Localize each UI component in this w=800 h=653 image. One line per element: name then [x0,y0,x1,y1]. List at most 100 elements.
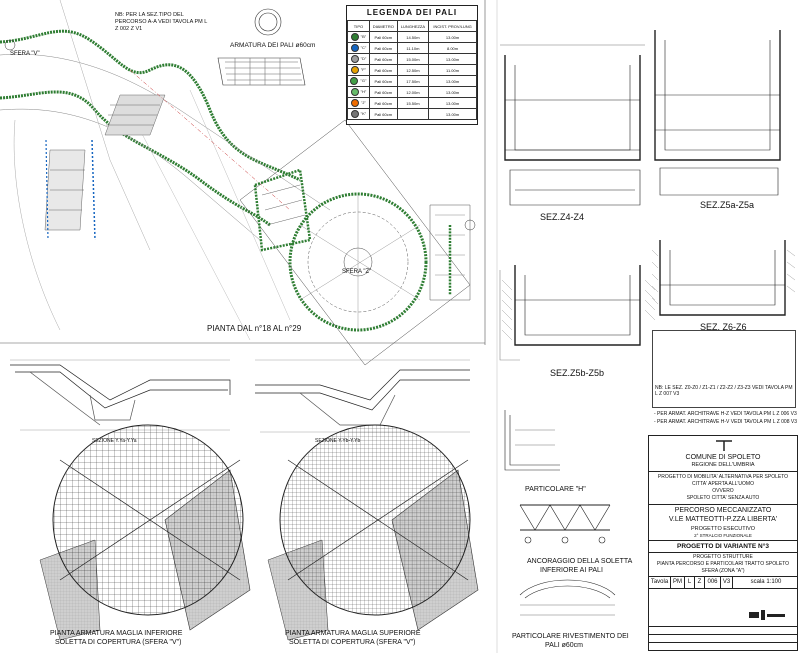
legend-table: TIPO DIAMETRO LUNGHEZZA INCIST. PROV/LUN… [347,20,477,120]
legend-diametro: Pali 60cm [368,31,398,43]
pile-symbol-icon [350,88,359,96]
armatura-inferiore-title-1: PIANTA ARMATURA MAGLIA INFERIORE [50,630,183,637]
pile-legend: LEGENDA DEI PALI TIPO DIAMETRO LUNGHEZZA… [346,5,478,125]
via-title: V.LE MATTEOTTI-P.ZZA LIBERTA' [668,516,778,523]
section-z4-title: SEZ.Z4-Z4 [540,212,585,222]
legend-lunghezza: 17.50m [396,75,430,87]
legend-lunghezza [396,108,430,120]
code-part-4: 006 [705,577,721,588]
legend-tipo: "B" [360,34,367,40]
reference-note-1: NB: LE SEZ. Z0-Z0 / Z1-Z1 / Z2-Z2 / Z3-Z… [655,385,793,397]
ancoraggio-title-2: INFERIORE AI PALI [540,567,603,574]
legend-tipo-cell: "J" [347,97,370,109]
ancoraggio-title-1: ANCORAGGIO DELLA SOLETTA [527,558,633,565]
strutture-title: PROGETTO STRUTTURE [693,554,753,560]
section-z6-title: SEZ. Z6-Z6 [700,322,747,332]
legend-title: LEGENDA DEI PALI [366,8,458,17]
armatura-superiore-title-2: SOLETTA DI COPERTURA (SFERA "V") [289,639,416,646]
legend-tipo-cell: "K" [347,108,370,120]
code-part-2: L [685,577,695,588]
regione-name: REGIONE DELL'UMBRIA [691,462,755,468]
legend-incist: 13.00m [428,97,477,109]
pianta-line-1: PIANTA PERCORSO E PARTICOLARI TRATTO SPO… [656,561,790,567]
legend-incist: 13.00m [428,75,477,87]
legend-diametro: Pali 60cm [368,64,398,76]
legend-lunghezza: 11.10m [396,42,430,54]
stralcio-title: 2° STRALCIO FUNZIONALE [694,533,752,538]
pianta-line-2: SFERA (ZONA "A") [701,568,745,574]
rivestimento-title-1: PARTICOLARE RIVESTIMENTO DEI [512,633,629,640]
legend-tipo-cell: "F" [347,64,370,76]
reference-notes: NB: LE SEZ. Z0-Z0 / Z1-Z1 / Z2-Z2 / Z3-Z… [652,330,796,408]
title-block: COMUNE DI SPOLETO REGIONE DELL'UMBRIA PR… [648,435,798,651]
legend-header-diametro: DIAMETRO [368,20,398,32]
pile-symbol-icon [351,99,360,107]
legend-incist: 8.00m [428,42,477,54]
variante-title: PROGETTO DI VARIANTE N°3 [677,543,769,550]
legend-tipo-cell: "D" [347,53,370,65]
drawing-note: NB: PER LA SEZ.TIPO DEL PERCORSO A-A VED… [115,12,210,40]
legend-tipo-cell: "B" [347,31,370,43]
code-part-1: PM [671,577,685,588]
studio-logo-icon [749,610,785,620]
progetto-line-1: PROGETTO DI MOBILITA' ALTERNATIVA PER SP… [657,474,789,480]
plan-title: PIANTA DAL n°18 AL n°29 [207,324,302,333]
legend-header-tipo: TIPO [347,20,370,32]
legend-tipo: "G" [360,78,367,84]
scala-label: scala 1:100 [750,579,782,585]
legend-tipo: "K" [360,111,367,117]
legend-tipo: "F" [360,67,367,73]
sphere-z-label: SFERA "Z" [342,269,372,275]
pile-symbol-icon [350,33,359,41]
mesh-plan-upper [267,424,479,641]
legend-lunghezza: 14.50m [396,31,430,43]
legend-diametro: Pali 60cm [368,108,398,120]
detail-drawings [504,410,616,616]
legend-diametro: Pali 60cm [368,86,398,98]
section-z5a-title: SEZ.Z5a-Z5a [700,200,755,210]
legend-diametro: Pali 60cm [368,53,398,65]
section-z5b-title: SEZ.Z5b-Z5b [550,368,605,378]
legend-header-row: TIPO DIAMETRO LUNGHEZZA INCIST. PROV/LUN… [347,20,477,32]
earth-hatch [501,249,796,341]
esecutivo-title: PROGETTO ESECUTIVO [690,526,756,532]
pile-symbol-icon [350,110,359,118]
legend-tipo: "J" [361,100,366,106]
legend-tipo-cell: "H" [347,86,370,98]
code-part-3: Z [695,577,705,588]
legend-diametro: Pali 60cm [368,75,398,87]
long-section-2-label: SEZIONE Y.Yb-Y.Yb [315,438,361,444]
legend-lunghezza: 15.00m [396,53,430,65]
legend-incist: 11.00m [428,64,477,76]
legend-incist: 13.00m [428,108,477,120]
section-drawings [499,30,786,361]
plan-drawing [0,0,476,366]
armatura-superiore-title-1: PIANTA ARMATURA MAGLIA SUPERIORE [285,630,421,637]
legend-lunghezza: 12.00m [396,86,430,98]
legend-tipo: "H" [360,89,367,95]
progetto-line-4: SPOLETO CITTA' SENZA AUTO [686,495,760,501]
progetto-line-2: CITTA' APERTA ALL'UOMO [692,481,754,487]
sphere-v-label: SFERA "V" [10,51,40,57]
pile-cap-label: ARMATURA DEI PALI ø60cm [230,42,316,49]
pile-cap-detail [217,8,306,86]
reference-note-2: - PER ARMAT. ARCHITRAVE H-Z VEDI TAVOLA … [654,411,797,417]
legend-tipo: "C" [360,45,367,51]
mesh-plan-lower [39,424,251,641]
legend-row: "K"Pali 60cm 13.00m [347,108,477,120]
armatura-inferiore-title-2: SOLETTA DI COPERTURA (SFERA "V") [55,639,182,646]
progetto-line-3: OVVERO [712,488,734,494]
legend-tipo-cell: "C" [347,42,370,54]
legend-tipo-cell: "G" [347,75,370,87]
reference-note-3: - PER ARMAT. ARCHITRAVE H-V VEDI TAVOLA … [654,419,798,425]
long-section-1-label: SEZIONE Y.Ya-Y.Ya [92,438,137,444]
rivestimento-title-2: PALI ø60cm [545,642,583,649]
legend-tipo: "D" [360,56,367,62]
comune-name: COMUNE DI SPOLETO [685,454,761,461]
